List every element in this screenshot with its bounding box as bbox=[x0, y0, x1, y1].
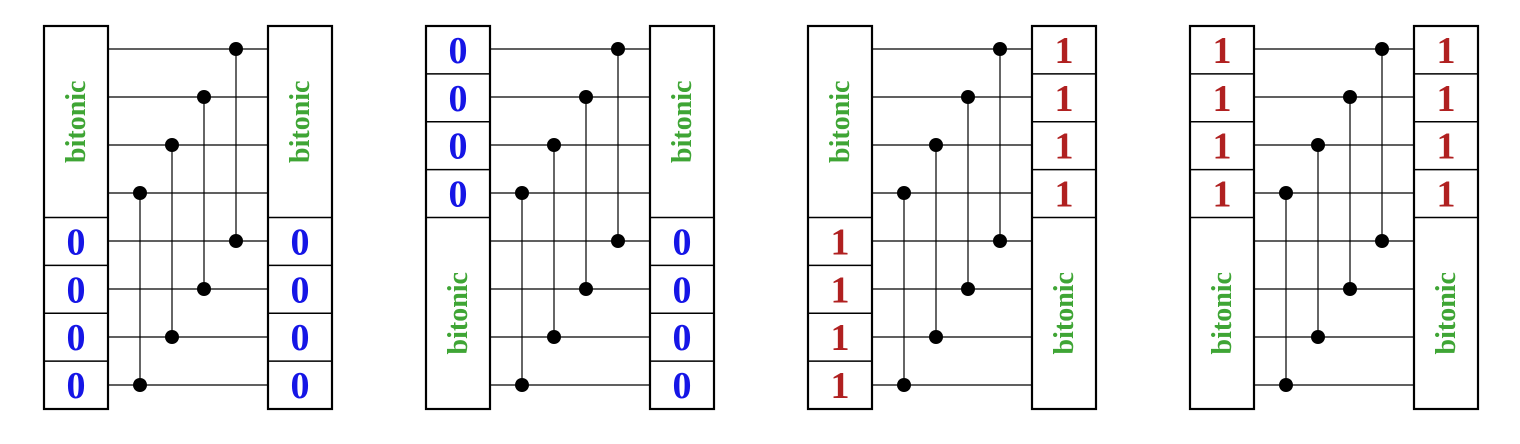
comparator-dot bbox=[993, 234, 1007, 248]
input-bottom-value: 0 bbox=[67, 221, 86, 263]
network-4: 1 1 1 1 bitonic 1 1 1 1 bitonic bbox=[1188, 24, 1480, 411]
comparator-dot bbox=[1279, 378, 1293, 392]
output-bottom-value: 0 bbox=[291, 365, 310, 407]
comparator-dot bbox=[897, 186, 911, 200]
output-top-bitonic-label: bitonic bbox=[285, 81, 316, 163]
output-bottom-value: 0 bbox=[673, 221, 692, 263]
comparator-dot bbox=[611, 234, 625, 248]
comparator-dot bbox=[197, 282, 211, 296]
output-top-value: 1 bbox=[1055, 126, 1074, 168]
output-top-value: 1 bbox=[1437, 78, 1456, 120]
input-bottom-bitonic-label: bitonic bbox=[443, 272, 474, 354]
comparator-dot bbox=[897, 378, 911, 392]
comparator-dot bbox=[165, 330, 179, 344]
network-2: 0 0 0 0 bitonic bitonic 0 0 0 0 bbox=[424, 24, 716, 411]
output-bottom-value: 0 bbox=[291, 221, 310, 263]
comparator-dot bbox=[515, 378, 529, 392]
output-bottom-bitonic-label: bitonic bbox=[1431, 272, 1462, 354]
input-top-value: 1 bbox=[1213, 78, 1232, 120]
input-bottom-bitonic-label: bitonic bbox=[1207, 272, 1238, 354]
input-top-value: 0 bbox=[449, 78, 468, 120]
input-top-value: 0 bbox=[449, 174, 468, 216]
comparator-dot bbox=[1311, 138, 1325, 152]
input-top-value: 1 bbox=[1213, 174, 1232, 216]
comparator-dot bbox=[1279, 186, 1293, 200]
comparator-dot bbox=[133, 378, 147, 392]
comparator-dot bbox=[133, 186, 147, 200]
input-top-value: 0 bbox=[449, 30, 468, 72]
network-3: bitonic 1 1 1 1 1 1 1 1 bitonic bbox=[806, 24, 1098, 411]
output-bottom-value: 0 bbox=[291, 317, 310, 359]
output-bottom-value: 0 bbox=[673, 269, 692, 311]
output-bottom-value: 0 bbox=[673, 365, 692, 407]
input-bottom-value: 1 bbox=[831, 269, 850, 311]
comparator-dot bbox=[929, 138, 943, 152]
output-bottom-value: 0 bbox=[291, 269, 310, 311]
input-bottom-value: 0 bbox=[67, 317, 86, 359]
comparator-dot bbox=[165, 138, 179, 152]
output-top-bitonic-label: bitonic bbox=[667, 81, 698, 163]
input-top-value: 1 bbox=[1213, 126, 1232, 168]
comparator-dot bbox=[197, 90, 211, 104]
input-bottom-value: 0 bbox=[67, 269, 86, 311]
output-top-value: 1 bbox=[1055, 30, 1074, 72]
input-bottom-value: 1 bbox=[831, 365, 850, 407]
comparator-dot bbox=[229, 42, 243, 56]
comparator-dot bbox=[579, 90, 593, 104]
input-bottom-value: 0 bbox=[67, 365, 86, 407]
output-top-value: 1 bbox=[1437, 30, 1456, 72]
input-top-bitonic-label: bitonic bbox=[825, 81, 856, 163]
comparator-dot bbox=[1375, 42, 1389, 56]
output-top-value: 1 bbox=[1055, 78, 1074, 120]
comparator-dot bbox=[1343, 282, 1357, 296]
comparator-dot bbox=[611, 42, 625, 56]
comparator-dot bbox=[961, 90, 975, 104]
comparator-dot bbox=[515, 186, 529, 200]
input-bottom-value: 1 bbox=[831, 221, 850, 263]
comparator-dot bbox=[547, 138, 561, 152]
input-bottom-value: 1 bbox=[831, 317, 850, 359]
comparator-dot bbox=[547, 330, 561, 344]
comparator-dot bbox=[229, 234, 243, 248]
output-top-value: 1 bbox=[1437, 174, 1456, 216]
comparator-dot bbox=[579, 282, 593, 296]
comparator-dot bbox=[1311, 330, 1325, 344]
comparator-dot bbox=[929, 330, 943, 344]
output-bottom-bitonic-label: bitonic bbox=[1049, 272, 1080, 354]
output-top-value: 1 bbox=[1437, 126, 1456, 168]
output-top-value: 1 bbox=[1055, 174, 1074, 216]
comparator-dot bbox=[1343, 90, 1357, 104]
input-top-value: 1 bbox=[1213, 30, 1232, 72]
comparator-dot bbox=[961, 282, 975, 296]
network-1: bitonic 0 0 0 0 bitonic 0 0 0 0 bbox=[42, 24, 334, 411]
input-top-value: 0 bbox=[449, 126, 468, 168]
comparator-dot bbox=[1375, 234, 1389, 248]
comparator-dot bbox=[993, 42, 1007, 56]
input-top-bitonic-label: bitonic bbox=[61, 81, 92, 163]
output-bottom-value: 0 bbox=[673, 317, 692, 359]
